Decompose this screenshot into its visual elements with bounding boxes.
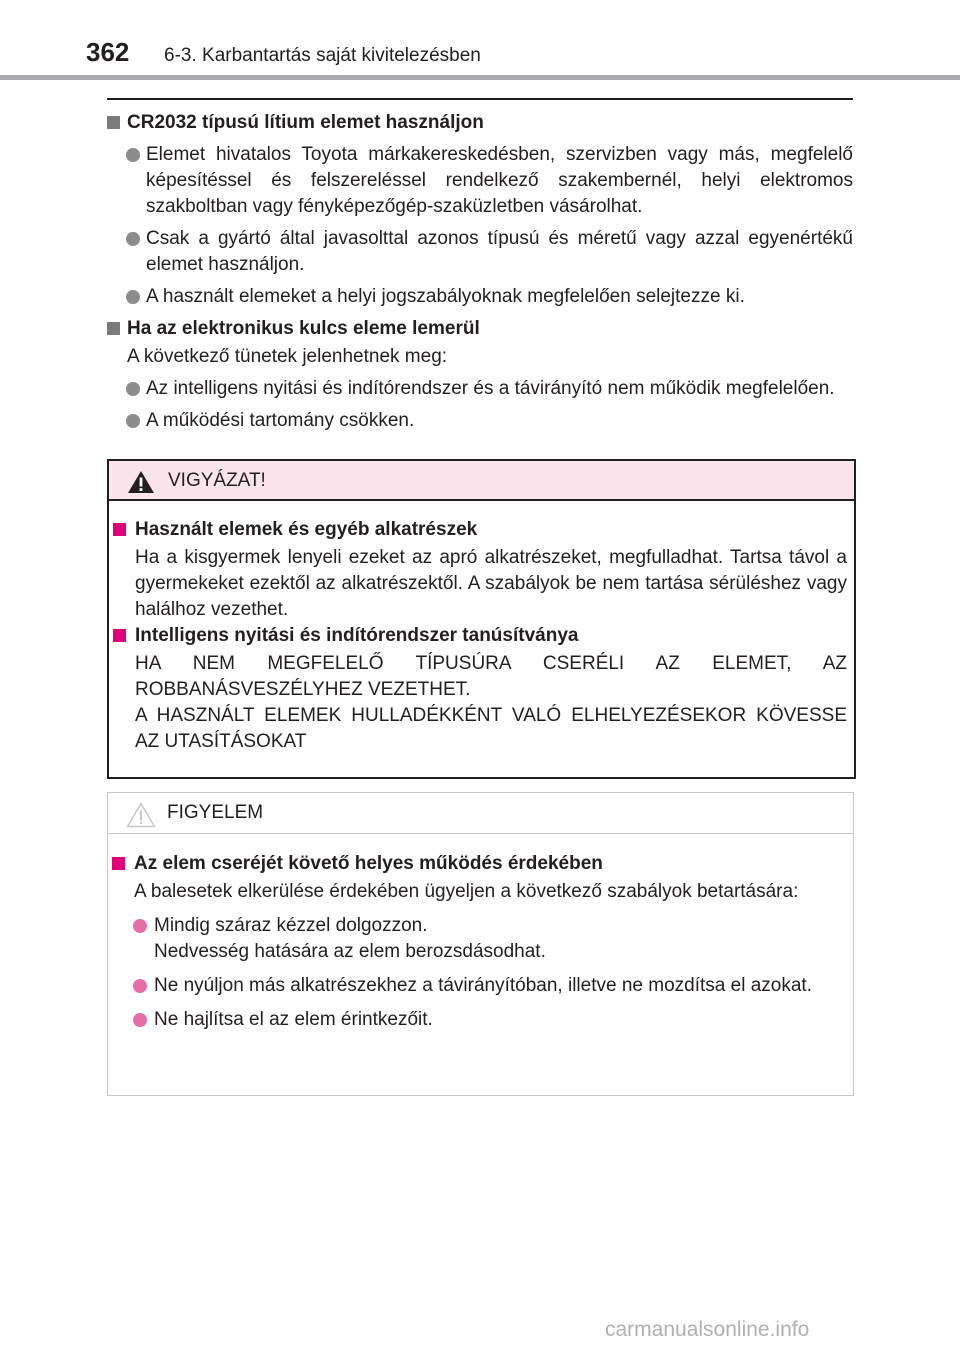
caution-triangle-icon: [126, 802, 156, 828]
square-bullet-icon: [107, 116, 120, 129]
content-divider: [107, 98, 853, 100]
paragraph: HA NEM MEGFELELŐ TÍPUSÚRA CSERÉLI AZ ELE…: [135, 653, 847, 700]
list-item: Az intelligens nyitási és indítórendszer…: [107, 376, 853, 402]
section-heading-text: CR2032 típusú lítium elemet használjon: [127, 112, 484, 133]
list-item-text: Az intelligens nyitási és indítórendszer…: [146, 378, 835, 399]
notice-body: Az elem cseréjét követő helyes működés é…: [112, 851, 846, 1033]
notice-header: FIGYELEM: [108, 793, 853, 834]
circle-bullet-icon: [126, 148, 140, 162]
list-item: Csak a gyártó által javasolttal azonos t…: [107, 226, 853, 278]
list-item-text: Elemet hivatalos Toyota márkakereskedésb…: [146, 144, 853, 217]
list-item-text: Mindig száraz kézzel dolgozzon.: [154, 915, 428, 936]
paragraph: Ha a kisgyermek lenyeli ezeket az apró a…: [135, 547, 847, 620]
list-item-text: Nedvesség hatására az elem berozsdásodha…: [154, 941, 546, 962]
watermark: carmanualsonline.info: [605, 1318, 810, 1341]
paragraph: A HASZNÁLT ELEMEK HULLADÉKKÉNT VALÓ ELHE…: [135, 705, 847, 752]
square-bullet-icon: [112, 857, 125, 870]
list-item: Elemet hivatalos Toyota márkakereskedésb…: [107, 142, 853, 220]
list-item-text: A működési tartomány csökken.: [146, 410, 415, 431]
page-number: 362: [86, 37, 130, 67]
warning-heading: Intelligens nyitási és indítórendszer ta…: [113, 623, 847, 649]
paragraph: A következő tünetek jelenhetnek meg:: [127, 346, 448, 367]
circle-bullet-icon: [126, 382, 140, 396]
section-title: 6-3. Karbantartás saját kivitelezésben: [164, 45, 481, 66]
list-item-text: A használt elemeket a helyi jogszabályok…: [146, 286, 745, 307]
section-heading: CR2032 típusú lítium elemet használjon: [107, 110, 853, 136]
list-item: A használt elemeket a helyi jogszabályok…: [107, 284, 853, 310]
warning-body: Használt elemek és egyéb alkatrészek Ha …: [113, 517, 847, 755]
warning-header: VIGYÁZAT!: [109, 461, 854, 501]
notice-heading-text: Az elem cseréjét követő helyes működés é…: [134, 853, 603, 874]
circle-bullet-icon: [126, 414, 140, 428]
warning-triangle-icon: [128, 471, 154, 493]
warning-heading: Használt elemek és egyéb alkatrészek: [113, 517, 847, 543]
list-item-text: Ne nyúljon más alkatrészekhez a távirány…: [154, 975, 812, 996]
notice-heading: Az elem cseréjét követő helyes működés é…: [112, 851, 846, 877]
paragraph: A balesetek elkerülése érdekében ügyelje…: [134, 881, 799, 902]
page-header: 362 6-3. Karbantartás saját kivitelezésb…: [0, 0, 960, 84]
main-content: CR2032 típusú lítium elemet használjon E…: [107, 106, 853, 434]
warning-heading-text: Használt elemek és egyéb alkatrészek: [135, 519, 478, 540]
list-item: A működési tartomány csökken.: [107, 408, 853, 434]
warning-heading-text: Intelligens nyitási és indítórendszer ta…: [135, 625, 579, 646]
warning-label: VIGYÁZAT!: [168, 470, 266, 491]
section-heading: Ha az elektronikus kulcs eleme lemerül: [107, 316, 853, 342]
warning-box: VIGYÁZAT! Használt elemek és egyéb alkat…: [107, 459, 856, 779]
square-bullet-icon: [107, 322, 120, 335]
square-bullet-icon: [113, 629, 126, 642]
circle-bullet-icon: [133, 919, 147, 933]
section-heading-text: Ha az elektronikus kulcs eleme lemerül: [127, 318, 480, 339]
list-item-text: Ne hajlítsa el az elem érintkezőit.: [154, 1009, 433, 1030]
circle-bullet-icon: [133, 979, 147, 993]
square-bullet-icon: [113, 523, 126, 536]
list-item: Ne hajlítsa el az elem érintkezőit.: [112, 1007, 846, 1033]
list-item-text: Csak a gyártó által javasolttal azonos t…: [146, 228, 853, 275]
header-divider: [0, 75, 960, 80]
circle-bullet-icon: [126, 232, 140, 246]
list-item: Mindig száraz kézzel dolgozzon. Nedvessé…: [112, 913, 846, 965]
notice-box: FIGYELEM Az elem cseréjét követő helyes …: [107, 792, 854, 1096]
circle-bullet-icon: [133, 1013, 147, 1027]
circle-bullet-icon: [126, 290, 140, 304]
list-item: Ne nyúljon más alkatrészekhez a távirány…: [112, 973, 846, 999]
notice-label: FIGYELEM: [167, 802, 264, 823]
